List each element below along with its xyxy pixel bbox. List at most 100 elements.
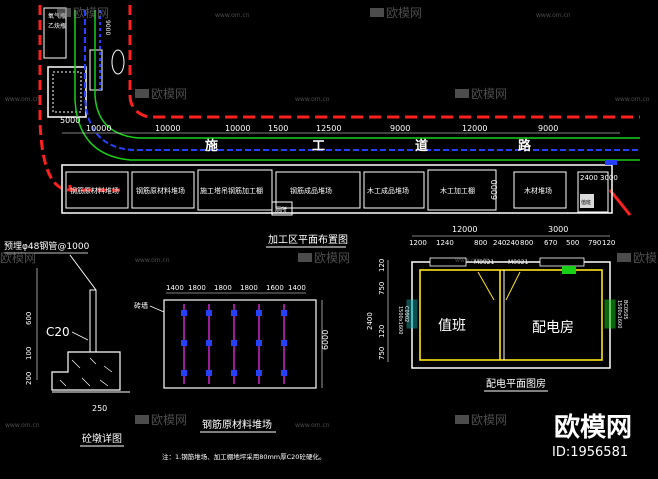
dim-3000: 3000	[600, 174, 618, 182]
room-outer-wall	[411, 261, 611, 369]
room-left-label: 值班	[438, 318, 466, 334]
concrete-block	[51, 351, 121, 391]
svg-text:750: 750	[378, 347, 386, 360]
zone-box-3	[197, 169, 273, 211]
door-swing-right	[505, 271, 521, 301]
svg-text:钢筋原材料堆场: 钢筋原材料堆场	[136, 186, 185, 195]
svg-text:值班: 值班	[581, 199, 591, 206]
svg-text:www.om.cn: www.om.cn	[135, 257, 170, 264]
oxygen-store-box	[43, 7, 67, 59]
watermarks: 欧模网 www.om.cn www.om.cn 欧模网 www.om.cn 欧模…	[0, 6, 658, 429]
svg-text:www.om.cn: www.om.cn	[536, 12, 571, 19]
power-room: 12000 3000 1200 1240 800 240 240 800 670…	[366, 225, 628, 392]
svg-text:欧模网: 欧模网	[471, 87, 507, 101]
rebar-dims-top: 1400 1800 1800 1800 1600 1400	[166, 284, 306, 292]
svg-text:800: 800	[474, 239, 487, 247]
rack-piers	[181, 310, 287, 376]
svg-text:欧模网: 欧模网	[151, 87, 187, 101]
watermark-logo-icon	[57, 8, 71, 17]
pier-title: 砼墩详图	[82, 432, 122, 445]
duty-room-marker	[580, 194, 594, 208]
road-centerline	[84, 10, 640, 151]
svg-text:www.om.cn: www.om.cn	[215, 12, 250, 19]
dim-5000: 5000	[60, 116, 80, 125]
zone-box-5	[363, 171, 425, 209]
zone-box-2	[131, 171, 195, 209]
svg-text:厕所: 厕所	[275, 206, 287, 214]
svg-text:1400: 1400	[166, 284, 184, 292]
svg-text:欧模网: 欧模网	[314, 251, 350, 265]
svg-text:木工加工棚: 木工加工棚	[440, 186, 475, 195]
left-window-size: 1500x1600	[397, 306, 403, 334]
watermark-row-1: 欧模网 www.om.cn www.om.cn 欧模网 www.om.cn	[5, 6, 571, 103]
svg-text:工: 工	[312, 139, 325, 154]
svg-text:9000: 9000	[538, 124, 558, 133]
watermark-row-3: 欧模网 www.om.cn 欧模网 www.om.cn 欧模网	[0, 251, 658, 265]
site-plan: 氧气瓶 乙炔瓶 9000 施 工 道 路 10000 10000 10000 1…	[38, 5, 640, 248]
concrete-hatch	[59, 357, 113, 387]
svg-text:670: 670	[544, 239, 557, 247]
road-edge-inner	[94, 10, 640, 139]
door-left-label: M0921	[474, 259, 495, 266]
gate-marker	[605, 160, 617, 165]
svg-text:1800: 1800	[188, 284, 206, 292]
top-window-left	[429, 257, 467, 267]
svg-text:12500: 12500	[316, 124, 341, 133]
svg-text:240: 240	[506, 239, 519, 247]
toilet-box	[271, 201, 293, 216]
door-swing-left	[477, 271, 495, 301]
zone-box-1	[65, 171, 129, 209]
pier-dim-250: 250	[92, 404, 107, 413]
note-text: 注：1.钢筋堆场、加工棚地坪采用80mm厚C20砼硬化。	[162, 452, 325, 461]
svg-text:1500: 1500	[268, 124, 288, 133]
svg-text:1400: 1400	[288, 284, 306, 292]
rebar-yard-title: 钢筋原材料堆场	[202, 418, 272, 431]
svg-text:120: 120	[378, 259, 386, 272]
svg-text:施工塔吊钢筋加工棚: 施工塔吊钢筋加工棚	[200, 186, 263, 195]
dim-6000: 6000	[490, 180, 499, 200]
svg-text:欧模网: 欧模网	[633, 251, 658, 265]
zone-strip	[61, 164, 613, 214]
zone-labels: 钢筋原材料堆场 钢筋原材料堆场 施工塔吊钢筋加工棚 钢筋成品堆场 木工成品堆场 …	[70, 186, 552, 195]
svg-text:2400: 2400	[366, 312, 374, 330]
watermark-row-2: 欧模网 www.om.cn 欧模网 www.om.cn	[135, 87, 650, 103]
rebar-dim-6000: 6000	[321, 330, 330, 350]
svg-text:500: 500	[566, 239, 579, 247]
svg-text:www.om.cn: www.om.cn	[5, 422, 40, 429]
power-room-title: 配电平面图房	[486, 377, 546, 390]
door-right-label: M0921	[508, 259, 529, 266]
svg-text:790: 790	[588, 239, 601, 247]
svg-text:木材堆场: 木材堆场	[524, 186, 552, 195]
site-boundary-corner	[608, 189, 632, 216]
svg-text:路: 路	[518, 138, 532, 154]
svg-text:750: 750	[378, 282, 386, 295]
room-inner-wall	[419, 269, 603, 361]
svg-text:施: 施	[205, 138, 218, 154]
zone-box-4	[275, 171, 361, 209]
brick-wall-label: 砖墙	[134, 301, 148, 310]
svg-text:www.om.cn: www.om.cn	[295, 422, 330, 429]
pier-dim-100: 100	[25, 347, 33, 360]
svg-text:10000: 10000	[155, 124, 180, 133]
svg-text:www.om.cn: www.om.cn	[295, 96, 330, 103]
rebar-yard-outline	[163, 299, 317, 389]
watermark-row-4: 欧模网 www.om.cn 欧模网 www.om.cn	[5, 413, 507, 429]
svg-text:10000: 10000	[86, 124, 111, 133]
svg-text:1200: 1200	[409, 239, 427, 247]
svg-text:1240: 1240	[436, 239, 454, 247]
right-window-code: BC0505	[622, 300, 628, 320]
dim-left-vertical: 9000	[104, 20, 111, 35]
svg-text:120: 120	[602, 239, 615, 247]
svg-text:欧模网: 欧模网	[73, 6, 109, 20]
room-right-label: 配电房	[532, 320, 574, 336]
site-dims-top: 10000 10000 10000 1500 12500 9000 12000 …	[86, 124, 558, 133]
pier-dim-200: 200	[25, 372, 33, 385]
svg-text:www.om.cn: www.om.cn	[455, 257, 490, 264]
room-dim-right-total: 3000	[548, 225, 568, 234]
svg-text:木工成品堆场: 木工成品堆场	[367, 186, 409, 195]
road-label: 施 工 道 路	[205, 138, 532, 154]
svg-text:钢筋原材料堆场: 钢筋原材料堆场	[70, 186, 119, 195]
svg-text:12000: 12000	[462, 124, 487, 133]
svg-text:240: 240	[493, 239, 506, 247]
